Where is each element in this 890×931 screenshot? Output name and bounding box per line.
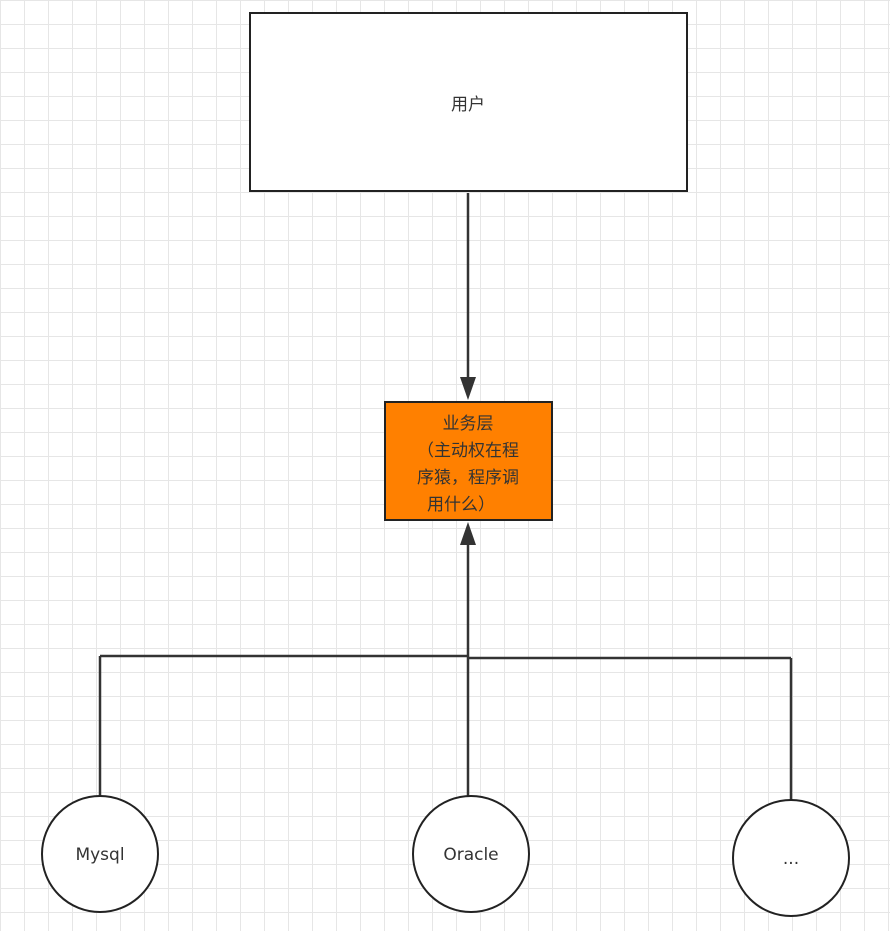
other-label: ... [783,849,799,869]
business-layer-line-1: 业务层 [443,414,494,434]
arrowhead-up-icon [460,522,476,545]
business-layer-node[interactable]: 业务层 （主动权在程 序猿，程序调 用什么） [384,401,553,521]
arrowhead-down-icon [460,377,476,400]
user-node[interactable]: 用户 [249,12,688,192]
business-layer-line-3: 序猿，程序调 [417,468,519,488]
user-label: 用户 [451,95,485,115]
business-layer-line-4: 用什么） [427,495,495,515]
other-circle[interactable] [732,799,850,917]
user-box[interactable] [249,12,688,192]
oracle-label: Oracle [443,845,498,865]
database-node-oracle[interactable]: Oracle [412,795,530,913]
mysql-label: Mysql [75,845,124,865]
connector-databases-to-business [98,522,793,800]
database-node-other[interactable]: ... [732,799,850,917]
mysql-circle[interactable] [41,795,159,913]
connector-user-to-business [460,193,476,400]
business-layer-box[interactable] [384,401,553,521]
business-layer-line-2: （主动权在程 [417,441,519,461]
database-node-mysql[interactable]: Mysql [41,795,159,913]
oracle-circle[interactable] [412,795,530,913]
